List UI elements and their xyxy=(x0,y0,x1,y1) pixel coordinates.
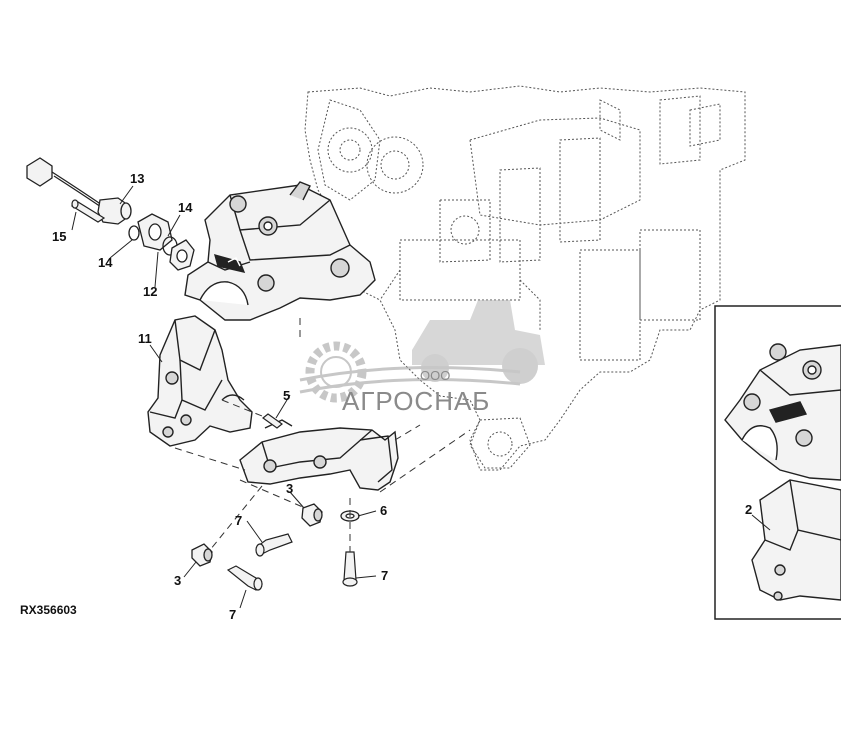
o-ring-14-left xyxy=(128,225,140,241)
callout-7-upper: 7 xyxy=(235,513,243,528)
cap-screw-15 xyxy=(70,199,106,223)
callout-15: 15 xyxy=(52,229,67,244)
gasket-12 xyxy=(137,213,173,251)
sensor-with-cable xyxy=(26,157,132,225)
callout-leaders xyxy=(71,185,771,609)
callout-6: 6 xyxy=(380,503,388,518)
callout-14-top: 14 xyxy=(178,200,193,215)
detail-inset xyxy=(714,305,841,620)
flange-adapter xyxy=(169,239,195,271)
lower-bracket-11 xyxy=(147,315,253,447)
watermark-brand: АГРОСНАБ xyxy=(342,386,490,416)
callout-12: 12 xyxy=(143,284,158,299)
callout-11: 11 xyxy=(138,331,152,346)
mounting-plate xyxy=(239,419,399,491)
callout-2: 2 xyxy=(745,502,753,517)
callout-5: 5 xyxy=(283,388,291,403)
alignment-lines xyxy=(174,318,471,552)
figure-reference-code: RX356603 xyxy=(20,603,77,617)
watermark-logo xyxy=(299,300,545,403)
callout-13: 13 xyxy=(130,171,145,186)
callout-7-lower: 7 xyxy=(229,607,237,622)
bushing-3-right xyxy=(301,503,323,527)
bolt-7-vertical xyxy=(342,551,358,587)
callout-14-bottom: 14 xyxy=(98,255,113,270)
pin-5 xyxy=(262,413,283,429)
callout-3-right: 3 xyxy=(286,481,294,496)
bolt-7-lower xyxy=(226,565,263,591)
callout-7-right: 7 xyxy=(381,568,389,583)
bushing-3-left xyxy=(191,543,213,567)
watermark-prefix: ООО xyxy=(420,368,450,383)
upper-housing-bracket xyxy=(184,181,376,321)
callout-3-left: 3 xyxy=(174,573,182,588)
bolt-7-upper xyxy=(255,533,293,557)
